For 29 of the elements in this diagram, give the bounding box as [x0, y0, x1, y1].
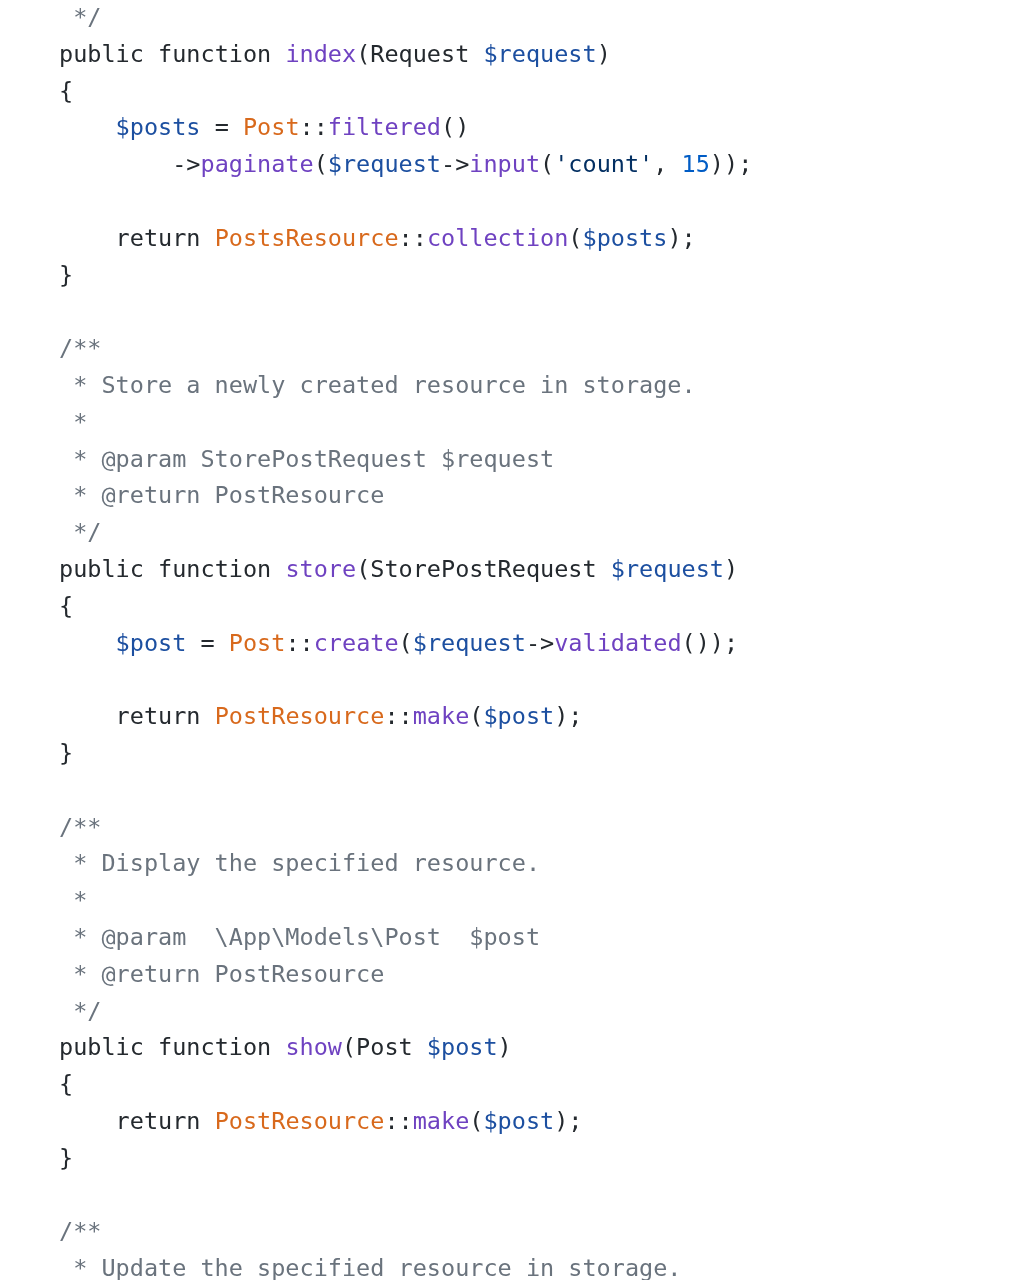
- code-comment: /**: [59, 811, 102, 842]
- code-line: ->paginate($request->input('count', 15));: [172, 149, 753, 180]
- code-comment: /**: [59, 1216, 102, 1247]
- code-line: public function index(Request $request): [59, 38, 611, 69]
- code-line: return PostResource::make($post);: [115, 1106, 583, 1136]
- code-comment: */: [73, 517, 102, 548]
- code-comment: /**: [59, 333, 102, 364]
- code-line: {: [59, 1069, 74, 1100]
- code-line: return PostsResource::collection($posts);: [115, 222, 696, 253]
- code-comment: * @return PostResource: [73, 958, 385, 989]
- code-line: }: [59, 738, 74, 768]
- code-comment: * @param StorePostRequest $request: [73, 443, 555, 474]
- code-comment: */: [73, 995, 102, 1026]
- code-line: return PostResource::make($post);: [115, 701, 583, 732]
- code-comment: *: [73, 885, 88, 916]
- code-line: public function show(Post $post): [59, 1032, 512, 1063]
- code-line: {: [59, 590, 74, 621]
- code-line: public function store(StorePostRequest $request): [59, 554, 739, 584]
- code-comment: */: [73, 2, 102, 32]
- code-line: {: [59, 75, 74, 106]
- code-comment: * @return PostResource: [73, 480, 385, 511]
- code-line: }: [59, 1142, 74, 1173]
- code-line: $post = Post::create($request->validated());: [115, 627, 739, 658]
- code-line: }: [59, 259, 74, 290]
- code-comment: * Display the specified resource.: [73, 848, 541, 879]
- code-comment: * @param \App\Models\Post $post: [73, 922, 541, 952]
- code-line: $posts = Post::filtered(): [115, 112, 470, 143]
- code-comment: * Store a newly created resource in storage.: [73, 370, 696, 400]
- code-comment: *: [73, 406, 88, 437]
